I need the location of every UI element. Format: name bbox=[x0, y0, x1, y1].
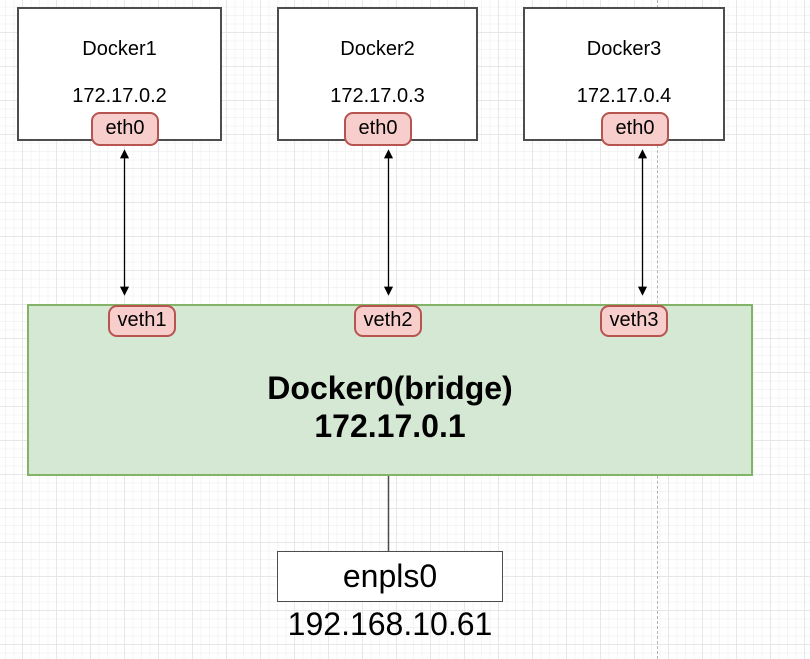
bridge-veth3-port: veth3 bbox=[600, 305, 668, 337]
docker1-name: Docker1 bbox=[82, 38, 157, 60]
host-ip: 192.168.10.61 bbox=[287, 606, 493, 642]
docker1-eth0-port: eth0 bbox=[91, 112, 159, 146]
docker1-ip: 172.17.0.2 bbox=[72, 85, 167, 107]
docker3-ip: 172.17.0.4 bbox=[576, 85, 672, 107]
bridge-veth2-port: veth2 bbox=[354, 305, 422, 337]
docker2-eth0-port: eth0 bbox=[344, 112, 412, 146]
docker2-ip: 172.17.0.3 bbox=[330, 85, 425, 107]
bridge-veth1-port: veth1 bbox=[108, 305, 176, 337]
docker2-name: Docker2 bbox=[340, 38, 415, 60]
bridge-title: Docker0(bridge) bbox=[267, 370, 513, 406]
docker3-eth0-port: eth0 bbox=[601, 112, 669, 146]
docker3-name: Docker3 bbox=[586, 38, 662, 60]
bridge-ip: 172.17.0.1 bbox=[314, 408, 466, 444]
host-interface-box: enpls0 bbox=[277, 551, 503, 602]
bridge-label: Docker0(bridge) 172.17.0.1 bbox=[27, 369, 753, 445]
